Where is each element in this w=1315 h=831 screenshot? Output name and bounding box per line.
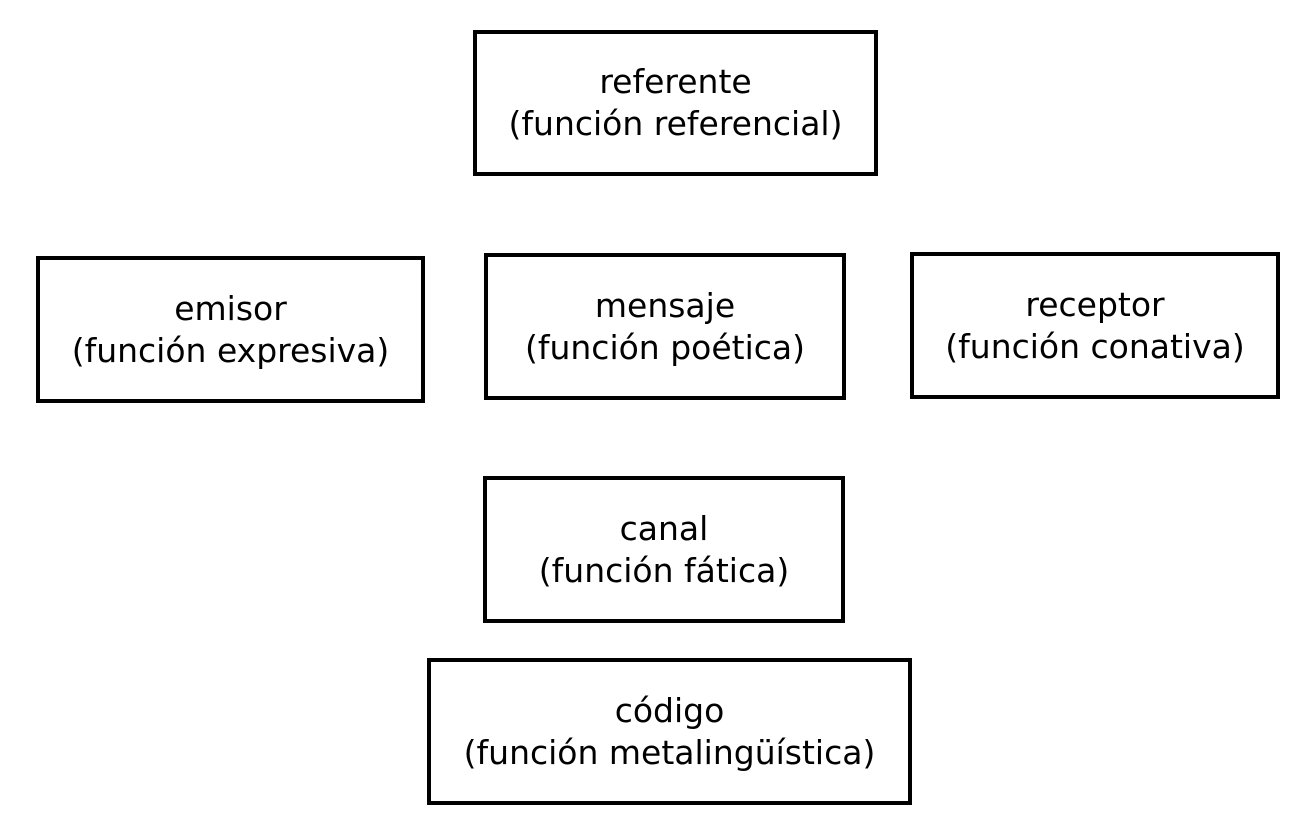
emisor-function: (función expresiva) [71,330,390,370]
mensaje-box: mensaje (función poética) [484,253,846,400]
canal-box: canal (función fática) [483,476,845,623]
codigo-label: código [614,690,725,730]
codigo-function: (función metalingüística) [463,732,876,772]
emisor-box: emisor (función expresiva) [36,256,425,403]
receptor-box: receptor (función conativa) [910,252,1280,399]
receptor-label: receptor [1025,284,1165,324]
codigo-box: código (función metalingüística) [427,658,912,805]
mensaje-function: (función poética) [524,327,806,367]
receptor-function: (función conativa) [945,326,1245,366]
mensaje-label: mensaje [594,285,736,325]
emisor-label: emisor [174,288,287,328]
canal-function: (función fática) [538,550,790,590]
referente-label: referente [599,62,752,101]
referente-function: (función referencial) [508,104,843,143]
canal-label: canal [619,508,709,548]
referente-box: referente (función referencial) [473,30,878,176]
